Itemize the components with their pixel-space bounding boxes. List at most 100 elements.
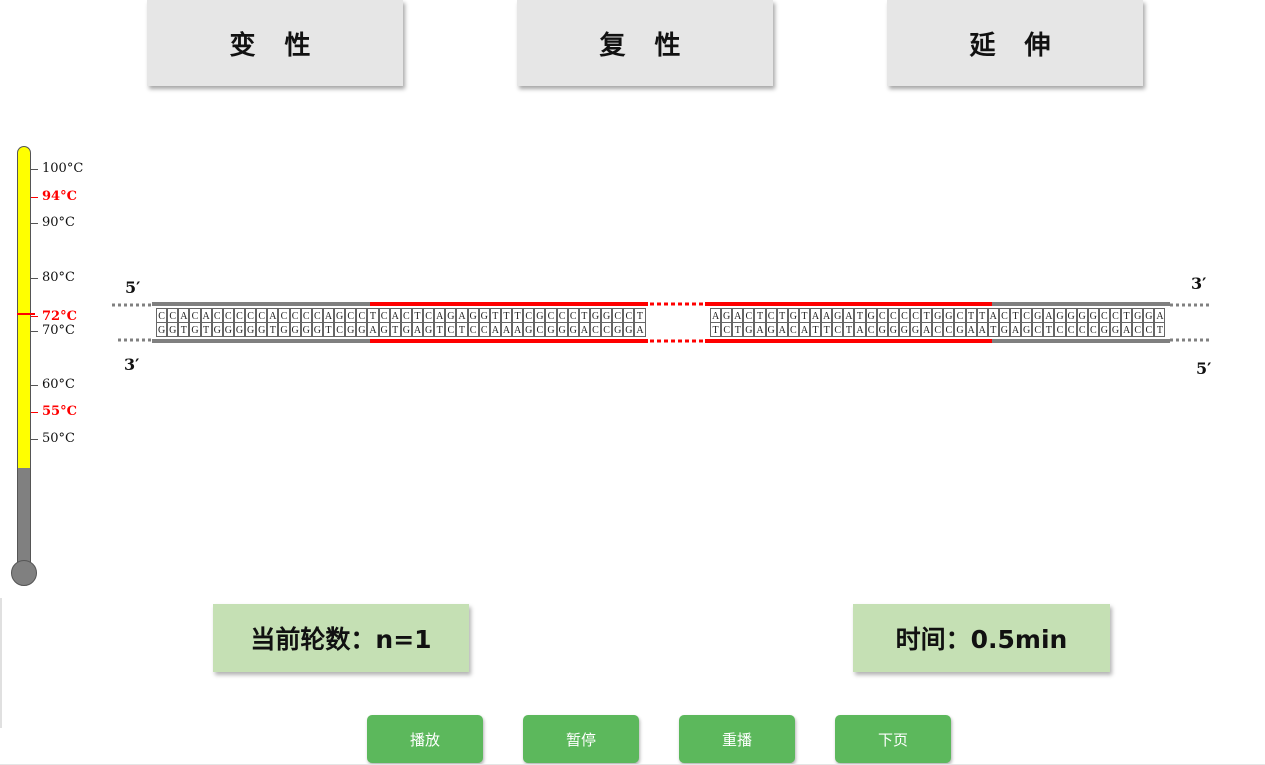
base-cell: C (378, 308, 390, 323)
base-cell: T (732, 322, 744, 337)
base-cell: A (710, 308, 722, 323)
bottom-right-end-label: 5′ (1196, 359, 1212, 378)
base-cell: G (567, 322, 579, 337)
base-cell: T (456, 322, 468, 337)
tick-55 (31, 412, 38, 413)
base-cell: C (612, 308, 624, 323)
base-cell: C (289, 308, 301, 323)
base-cell: G (721, 308, 733, 323)
base-cell: G (167, 322, 179, 337)
base-cell: T (200, 322, 212, 337)
base-cell: G (932, 308, 944, 323)
extend-stage-button[interactable]: 延 伸 (887, 0, 1143, 86)
base-cell: A (732, 308, 744, 323)
tick-100 (31, 169, 38, 170)
next-page-button[interactable]: 下页 (835, 715, 951, 763)
base-cell: C (467, 322, 479, 337)
base-cell: G (256, 322, 268, 337)
base-cell: C (245, 308, 257, 323)
base-cell: A (489, 322, 501, 337)
base-cell: A (809, 308, 822, 323)
current-temp-marker (17, 313, 35, 315)
base-cell: G (1098, 322, 1110, 337)
base-cell: T (976, 308, 988, 323)
base-cell: C (256, 308, 268, 323)
base-cell: A (178, 308, 190, 323)
base-cell: C (1054, 322, 1066, 337)
base-cell: A (754, 322, 766, 337)
base-cell: G (189, 322, 201, 337)
base-cell: C (556, 308, 568, 323)
base-cell: A (500, 322, 512, 337)
play-button[interactable]: 播放 (367, 715, 483, 763)
base-cell: G (943, 308, 955, 323)
base-cell: G (156, 322, 168, 337)
base-cell: G (245, 322, 257, 337)
base-cell: T (411, 308, 423, 323)
base-cell: C (478, 322, 490, 337)
base-cell: T (776, 308, 788, 323)
base-cell: T (754, 308, 766, 323)
base-cell: C (887, 308, 899, 323)
base-cell: T (367, 308, 379, 323)
base-cell: T (489, 308, 501, 323)
temp-label: 60°C (42, 377, 75, 392)
base-cell: A (821, 308, 833, 323)
base-cell: G (356, 322, 368, 337)
base-cell: C (345, 308, 357, 323)
base-cell: C (1021, 308, 1033, 323)
anneal-stage-button[interactable]: 复 性 (517, 0, 773, 86)
base-cell: C (601, 322, 613, 337)
base-cell: G (400, 322, 412, 337)
base-cell: T (843, 322, 855, 337)
replay-button[interactable]: 重播 (679, 715, 795, 763)
thermometer-stem (17, 468, 31, 570)
base-cell: C (300, 308, 312, 323)
tick-70 (31, 331, 38, 332)
base-cell: C (1032, 322, 1044, 337)
base-cell: C (1065, 322, 1077, 337)
base-cell: C (356, 308, 368, 323)
base-cell: C (998, 308, 1010, 323)
base-cell: C (189, 308, 201, 323)
base-cell: T (821, 322, 833, 337)
base-cell: C (1132, 322, 1144, 337)
base-cell: G (467, 308, 479, 323)
base-cell: G (832, 308, 844, 323)
base-cell: G (233, 322, 245, 337)
base-cell: A (367, 322, 379, 337)
top-right-end-label: 3′ (1191, 274, 1207, 293)
base-cell: G (1065, 308, 1077, 323)
base-cell: A (1154, 308, 1166, 323)
base-cell: G (1032, 308, 1044, 323)
base-cell: C (233, 308, 245, 323)
base-cell: G (601, 308, 613, 323)
base-cell: C (743, 308, 755, 323)
base-cell: G (954, 322, 966, 337)
base-cell: A (1009, 322, 1022, 337)
base-cell: C (567, 308, 579, 323)
base-cell: G (998, 322, 1010, 337)
base-cell: C (167, 308, 179, 323)
base-cell: G (378, 322, 390, 337)
base-cell: G (311, 322, 323, 337)
base-cell: C (445, 322, 457, 337)
denature-stage-button[interactable]: 变 性 (147, 0, 403, 86)
tick-94 (31, 197, 38, 198)
base-cell: T (987, 322, 999, 337)
base-cell: C (1076, 322, 1088, 337)
base-cell: T (434, 322, 446, 337)
base-cell: A (456, 308, 468, 323)
base-cell: T (322, 322, 334, 337)
base-cell: G (1054, 308, 1066, 323)
pause-button[interactable]: 暂停 (523, 715, 639, 763)
base-cell: G (300, 322, 312, 337)
temp-label: 90°C (42, 215, 75, 230)
base-cell: T (798, 308, 810, 323)
base-cell: A (976, 322, 988, 337)
base-cell: C (156, 308, 168, 323)
base-cell: A (322, 308, 334, 323)
